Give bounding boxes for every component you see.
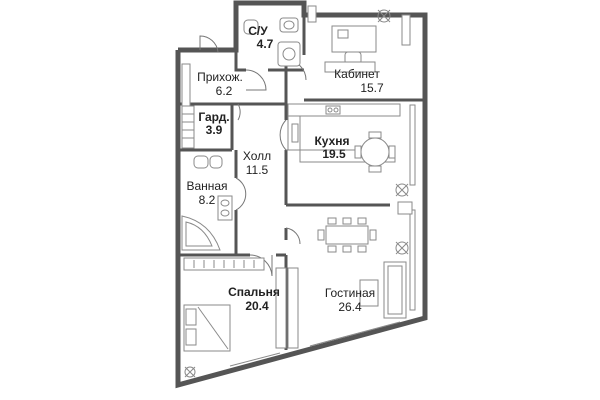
room-name-living: Гостиная (325, 286, 375, 300)
living-sofa (359, 261, 407, 319)
wardrobe-door (237, 103, 241, 121)
window-living (409, 209, 416, 311)
bedroom-plant-icon (184, 366, 196, 378)
bath-toilets (193, 155, 223, 169)
bedroom-closet (183, 257, 265, 271)
furniture (181, 5, 413, 378)
cabinet-shelf (307, 5, 317, 23)
bath-sinks (217, 195, 233, 221)
room-labels: С/У 4.7 Кабинет 15.7 Прихож. 6.2 Гард. 3… (186, 24, 384, 314)
room-name-su: С/У (248, 24, 268, 38)
room-area-living: 26.4 (338, 300, 362, 314)
bathtub (181, 215, 221, 251)
su-door (245, 69, 267, 91)
room-name-cabinet: Кабинет (334, 67, 380, 81)
cabinet-plant-icon (377, 9, 391, 23)
room-name-bath: Ванная (186, 179, 227, 193)
bath-door (235, 177, 247, 211)
room-name-bedroom: Спальня (228, 285, 280, 299)
bedroom-bed (183, 304, 231, 352)
room-name-hall-in: Прихож. (197, 70, 243, 84)
kitchen-dining-table (354, 131, 396, 173)
room-area-hall: 11.5 (246, 163, 269, 177)
su-toilet (243, 19, 259, 35)
room-name-wardrobe: Гард. (198, 110, 229, 124)
room-area-bath: 8.2 (199, 193, 216, 207)
room-area-wardrobe: 3.9 (206, 123, 223, 137)
entry-door (199, 35, 219, 53)
room-name-kitchen: Кухня (314, 134, 349, 148)
room-area-bedroom: 20.4 (245, 299, 269, 313)
window-bedroom (229, 352, 281, 367)
wardrobe-shelves (181, 105, 195, 149)
room-area-su: 4.7 (257, 37, 274, 51)
room-area-cabinet: 15.7 (360, 81, 384, 95)
room-name-hall: Холл (243, 149, 271, 163)
window-living-bottom (309, 321, 401, 347)
bedroom-door (249, 254, 273, 277)
su-shower (277, 41, 301, 67)
window-kitchen (409, 104, 416, 186)
kitchen-column (397, 201, 413, 215)
room-area-hall-in: 6.2 (216, 84, 233, 98)
bedroom-wardrobe (275, 267, 299, 349)
kitchen-plant-icon (395, 183, 409, 197)
living-plant-icon (395, 241, 409, 255)
cabinet-sofa (324, 61, 376, 73)
living-door (285, 227, 301, 245)
room-area-kitchen: 19.5 (322, 147, 346, 161)
living-dining-table (317, 217, 377, 253)
window-cabinet (401, 14, 411, 46)
entry-closet (181, 63, 191, 111)
